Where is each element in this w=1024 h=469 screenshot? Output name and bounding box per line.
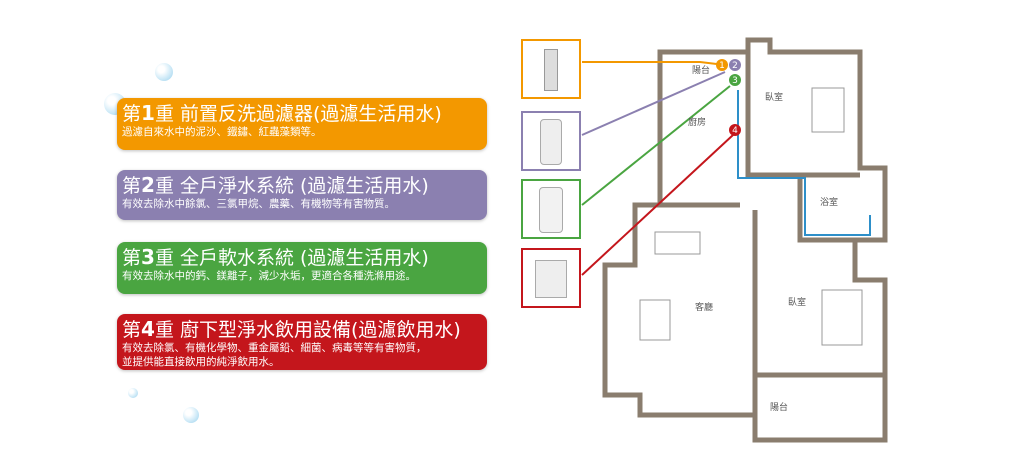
marker-4-label: 4	[732, 126, 738, 136]
room-label-bedroom-1: 臥室	[765, 91, 783, 103]
marker-2	[729, 59, 741, 71]
stage-1-card: 第1重 前置反洗過濾器(過濾生活用水) 過濾自來水中的泥沙、鐵鏽、紅蟲藻類等。	[117, 98, 487, 150]
bubble-decoration	[183, 407, 199, 423]
room-label-balcony-bottom: 陽台	[770, 401, 788, 413]
marker-4	[729, 124, 741, 136]
prefilter-product-image	[521, 39, 581, 99]
room-label-bathroom: 浴室	[820, 196, 838, 208]
softener-product-image	[521, 179, 581, 239]
stage-3-card: 第3重 全戶軟水系統 (過濾生活用水) 有效去除水中的鈣、鎂離子，減少水垢，更適…	[117, 242, 487, 294]
marker-1	[716, 59, 728, 71]
bubble-decoration	[155, 63, 173, 81]
under-sink-product-image	[521, 248, 581, 308]
room-label-bedroom-2: 臥室	[788, 296, 806, 308]
marker-3-label: 3	[732, 76, 738, 86]
room-label-kitchen: 廚房	[688, 116, 706, 128]
room-label-balcony-top: 陽台	[692, 64, 710, 76]
marker-3	[729, 74, 741, 86]
room-label-living-room: 客廳	[695, 301, 713, 313]
marker-1-label: 1	[719, 61, 725, 71]
stage-2-card: 第2重 全戶淨水系統 (過濾生活用水) 有效去除水中餘氯、三氯甲烷、農藥、有機物…	[117, 170, 487, 220]
whole-house-filter-product-image	[521, 111, 581, 171]
marker-2-label: 2	[732, 61, 738, 71]
stage-4-card: 第4重 廚下型淨水飲用設備(過濾飲用水) 有效去除氯、有機化學物、重金屬鉛、細菌…	[117, 314, 487, 370]
bubble-decoration	[128, 388, 138, 398]
